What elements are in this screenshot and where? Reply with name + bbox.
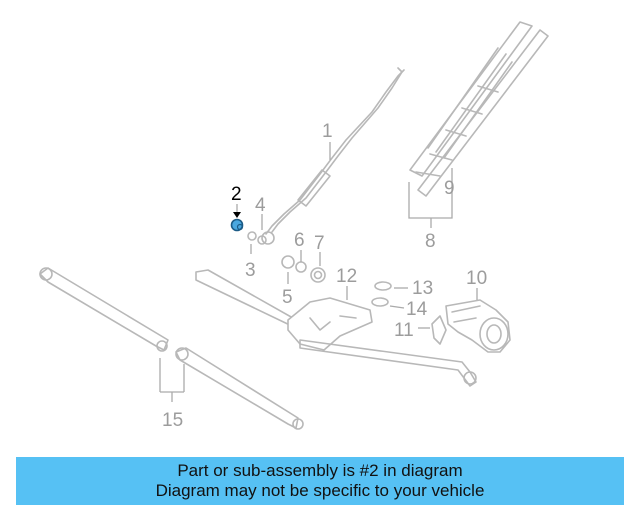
callout-13[interactable]: 13 (412, 278, 433, 299)
connecting-rods-part (39, 267, 304, 430)
callout-7[interactable]: 7 (314, 233, 325, 254)
caption-part-line: Part or sub-assembly is #2 in diagram (177, 461, 463, 480)
caption-disclaimer-line: Diagram may not be specific to your vehi… (155, 481, 485, 500)
callout-15[interactable]: 15 (162, 410, 183, 431)
bushing-part-14 (371, 297, 389, 307)
wiper-arm-part (261, 67, 405, 245)
diagram-caption-banner: Part or sub-assembly is #2 in diagram Di… (16, 457, 624, 505)
bushing-part-13 (374, 281, 392, 291)
seal-part (310, 267, 326, 283)
callout-4[interactable]: 4 (255, 195, 266, 216)
parts-diagram: 1 2 3 4 5 6 7 8 9 10 11 12 13 14 15 (39, 21, 549, 431)
callout-1[interactable]: 1 (322, 121, 333, 142)
callout-5[interactable]: 5 (282, 287, 293, 308)
cap-part (257, 235, 267, 245)
leader-lines (159, 142, 478, 402)
callout-8[interactable]: 8 (425, 231, 436, 252)
callout-11[interactable]: 11 (394, 320, 414, 341)
callout-14[interactable]: 14 (406, 299, 428, 320)
wiper-motor-part (445, 299, 511, 353)
wiper-blade-part (409, 21, 549, 197)
callout-3[interactable]: 3 (245, 260, 256, 281)
washer-part (247, 231, 257, 241)
spacer-part (281, 255, 295, 269)
callout-10[interactable]: 10 (466, 268, 487, 289)
callout-2[interactable]: 2 (231, 184, 242, 205)
highlighted-part-2 (230, 218, 244, 232)
nut-part (295, 261, 307, 273)
callout-6[interactable]: 6 (294, 230, 305, 251)
callout-12[interactable]: 12 (336, 266, 357, 287)
linkage-part (195, 269, 477, 387)
bracket-part (431, 315, 447, 345)
callout-9[interactable]: 9 (444, 178, 455, 199)
